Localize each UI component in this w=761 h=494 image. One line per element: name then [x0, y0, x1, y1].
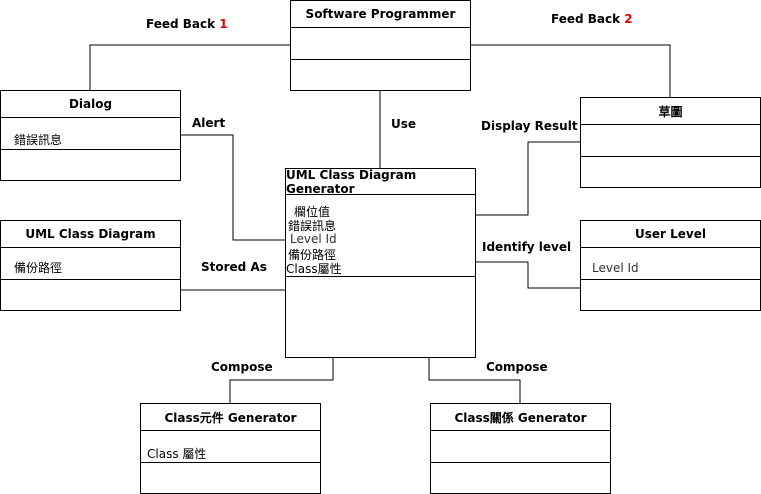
attribute-compartment: 備份路徑: [1, 248, 180, 280]
attribute-compartment: [291, 28, 470, 60]
attribute-compartment: 欄位值 錯誤訊息 Level Id 備份路徑 Class屬性: [286, 195, 475, 277]
class-title: User Level: [581, 221, 760, 248]
class-component-generator[interactable]: Class元件 Generator Class 屬性: [140, 403, 321, 494]
class-title: UML Class Diagram: [1, 221, 180, 248]
feedback2-number: 2: [624, 12, 633, 26]
class-title: Software Programmer: [291, 1, 470, 28]
feedback1-connector: [89, 44, 290, 90]
compose-left-connector: [229, 357, 334, 403]
attribute: 備份路徑: [288, 248, 337, 262]
class-title: UML Class Diagram Generator: [286, 168, 475, 196]
attribute-compartment: [431, 431, 610, 463]
feedback1-number: 1: [219, 17, 228, 31]
display-result-connector: [475, 141, 580, 216]
display-result-label: Display Result: [481, 119, 578, 133]
attribute-compartment: Class 屬性: [141, 431, 320, 463]
feedback2-text: Feed Back: [551, 12, 621, 26]
feedback2-connector: [470, 44, 671, 97]
stored-as-label: Stored As: [201, 260, 267, 274]
class-uml-class-diagram-generator[interactable]: UML Class Diagram Generator 欄位值 錯誤訊息 Lev…: [285, 168, 476, 358]
attribute: 錯誤訊息: [288, 219, 337, 233]
attribute: 備份路徑: [14, 261, 63, 275]
feedback2-label: Feed Back 2: [551, 12, 633, 26]
class-title: 草圖: [581, 98, 760, 125]
class-dialog[interactable]: Dialog 錯誤訊息: [0, 90, 181, 181]
alert-label: Alert: [192, 116, 226, 130]
alert-connector: [180, 134, 285, 241]
attribute-compartment: Level Id: [581, 248, 760, 280]
identify-level-label: Identify level: [482, 240, 572, 254]
class-user-level[interactable]: User Level Level Id: [580, 220, 761, 311]
class-title: Class關係 Generator: [431, 404, 610, 431]
attribute: Class屬性: [286, 262, 342, 276]
attribute: 欄位值: [294, 205, 331, 219]
attribute-compartment: [581, 125, 760, 157]
attribute-compartment: 錯誤訊息: [1, 118, 180, 150]
class-software-programmer[interactable]: Software Programmer: [290, 0, 471, 91]
class-title: Dialog: [1, 91, 180, 118]
class-uml-class-diagram[interactable]: UML Class Diagram 備份路徑: [0, 220, 181, 311]
attribute: 錯誤訊息: [14, 133, 63, 147]
feedback1-text: Feed Back: [146, 17, 216, 31]
attribute: Level Id: [592, 261, 639, 275]
attribute: Class 屬性: [147, 447, 207, 461]
compose-left-label: Compose: [211, 360, 273, 374]
attribute: Level Id: [290, 232, 337, 246]
class-relation-generator[interactable]: Class關係 Generator: [430, 403, 611, 494]
class-sketch[interactable]: 草圖: [580, 97, 761, 188]
identify-level-connector: [475, 261, 580, 289]
compose-right-connector: [428, 357, 521, 403]
class-title: Class元件 Generator: [141, 404, 320, 431]
feedback1-label: Feed Back 1: [146, 17, 228, 31]
compose-right-label: Compose: [486, 360, 548, 374]
use-label: Use: [391, 117, 417, 131]
